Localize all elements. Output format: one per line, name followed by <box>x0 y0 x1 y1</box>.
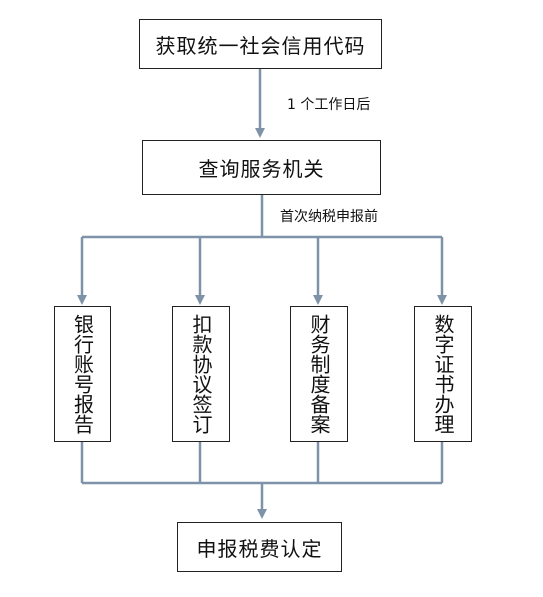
second-box: 查询服务机关 <box>142 140 381 195</box>
branch-box-4: 数字证书办理 <box>414 306 472 442</box>
branch-box-1-label: 银行账号报告 <box>70 314 95 434</box>
branch-box-1: 银行账号报告 <box>54 306 111 442</box>
top-box-label: 获取统一社会信用代码 <box>155 33 366 58</box>
bottom-box: 申报税费认定 <box>177 522 342 572</box>
label-before-first-filing: 首次纳税申报前 <box>280 209 378 225</box>
label-after-one-workday: 1 个工作日后 <box>287 97 371 113</box>
second-box-label: 查询服务机关 <box>198 157 325 181</box>
bottom-box-label: 申报税费认定 <box>196 536 323 561</box>
branch-box-3-label: 财务制度备案 <box>307 314 331 434</box>
branch-box-2-label: 扣款协议签订 <box>189 314 213 434</box>
branch-box-2: 扣款协议签订 <box>172 306 230 442</box>
top-box: 获取统一社会信用代码 <box>139 19 382 69</box>
branch-box-3: 财务制度备案 <box>290 306 348 442</box>
branch-box-4-label: 数字证书办理 <box>431 314 455 434</box>
